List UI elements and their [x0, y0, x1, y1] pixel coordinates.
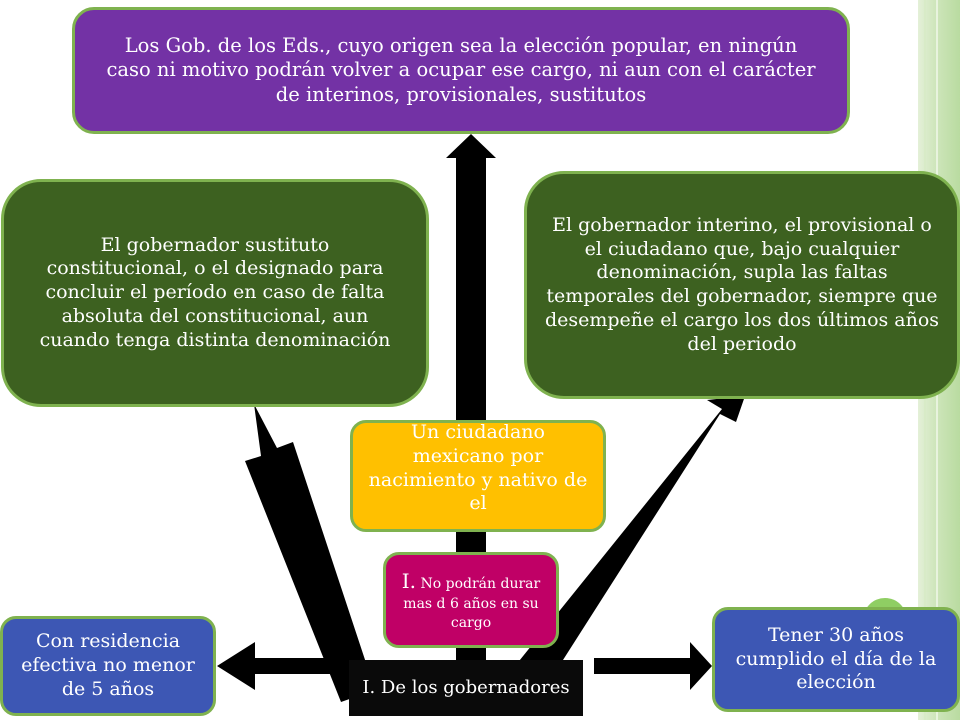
arrow-left: [217, 642, 351, 690]
arrow-up-center: [446, 134, 496, 680]
bottom-right-box-text: Tener 30 años cumplido el día de la elec…: [735, 623, 937, 694]
right-box: El gobernador interino, el provisional o…: [524, 171, 960, 399]
limit-box: I. No podrán durar mas d 6 años en su ca…: [383, 552, 559, 648]
bottom-right-box: Tener 30 años cumplido el día de la elec…: [712, 607, 960, 712]
top-box-text: Los Gob. de los Eds., cuyo origen sea la…: [106, 33, 816, 106]
top-box: Los Gob. de los Eds., cuyo origen sea la…: [72, 7, 850, 134]
limit-box-text: No podrán durar mas d 6 años en su cargo: [403, 575, 541, 631]
left-box: El gobernador sustituto constitucional, …: [1, 179, 429, 407]
arrow-up-right: [507, 396, 745, 696]
center-box-text: Un ciudadano mexicano por nacimiento y n…: [368, 421, 588, 515]
left-box-text: El gobernador sustituto constitucional, …: [39, 233, 391, 351]
arrow-right: [594, 642, 712, 690]
limit-box-numeral: I.: [401, 568, 417, 593]
right-box-text: El gobernador interino, el provisional o…: [544, 213, 940, 355]
root-box-text: I. De los gobernadores: [362, 676, 570, 698]
bottom-left-box-text: Con residencia efectiva no menor de 5 añ…: [21, 630, 195, 700]
center-box: Un ciudadano mexicano por nacimiento y n…: [350, 420, 606, 532]
limit-box-content: I. No podrán durar mas d 6 años en su ca…: [394, 568, 548, 633]
root-box: I. De los gobernadores: [349, 660, 583, 716]
bottom-left-box: Con residencia efectiva no menor de 5 añ…: [0, 616, 216, 716]
arrow-up-left: [245, 404, 375, 702]
